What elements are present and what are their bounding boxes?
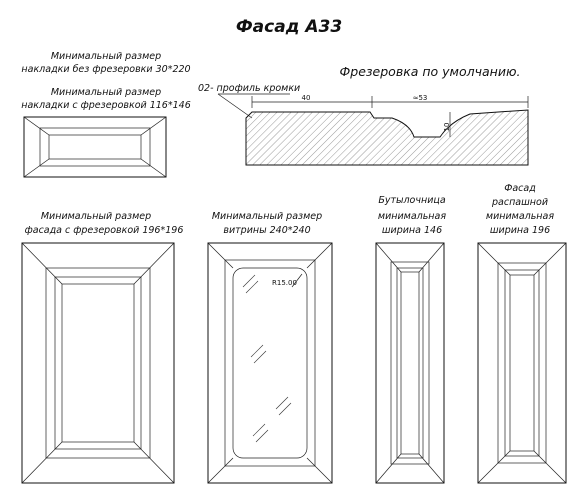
caption-facade-line1: Минимальный размер (41, 211, 151, 222)
bottle-holder-drawing (375, 242, 445, 484)
dim-width-40: 40 (302, 94, 311, 102)
overlay-milled-drawing (23, 116, 167, 178)
facade-drawing (21, 242, 175, 484)
dim-approx-53: ≈53 (413, 94, 428, 102)
caption-hinged-line3: минимальная (486, 211, 554, 222)
caption-bottle-line2: минимальная (378, 211, 446, 222)
dim-depth-10: 10 (443, 123, 451, 132)
caption-showcase-line1: Минимальный размер (212, 211, 322, 222)
caption-overlay-milled-line1: Минимальный размер (51, 87, 161, 98)
caption-showcase-line2: витрины 240*240 (223, 225, 310, 236)
caption-hinged-line4: ширина 196 (490, 225, 550, 236)
hinged-facade-drawing (477, 242, 567, 484)
edge-profile-drawing: 02- профиль кромки 40 ≈53 10 (198, 83, 529, 166)
milling-note: Фрезеровка по умолчанию. (340, 64, 521, 79)
caption-hinged-line2: распашной (491, 197, 548, 208)
profile-label: 02- профиль кромки (198, 83, 300, 94)
caption-overlay-plain-line2: накладки без фрезеровки 30*220 (21, 64, 190, 75)
showcase-radius-label: R15.00 (272, 279, 297, 287)
caption-facade-line2: фасада с фрезеровкой 196*196 (25, 225, 184, 236)
caption-bottle-line1: Бутылочница (378, 195, 446, 206)
caption-overlay-plain-line1: Минимальный размер (51, 51, 161, 62)
page-title: Фасад А33 (236, 17, 342, 37)
caption-hinged-line1: Фасад (504, 183, 536, 194)
caption-overlay-milled-line2: накладки с фрезеровкой 116*146 (21, 100, 191, 111)
showcase-drawing: R15.00 (207, 242, 333, 484)
caption-bottle-line3: ширина 146 (382, 225, 442, 236)
